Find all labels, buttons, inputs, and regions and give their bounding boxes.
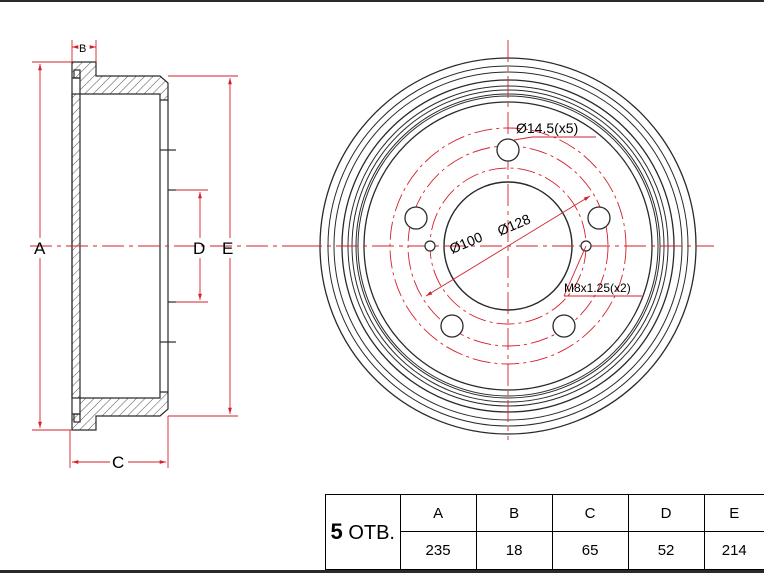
dimension-d: D [176,189,208,303]
holes-suffix: ОТВ. [342,522,395,544]
table-value-e: 214 [703,531,764,570]
dimension-a: A [32,61,72,431]
table-header-c: C [551,494,629,532]
table-header-row: 5 ОТВ. A B C D E [325,494,764,570]
dimension-e: E [168,75,238,417]
holes-number: 5 [330,519,343,544]
table-value-a: 235 [399,531,477,570]
table-header-b: B [475,494,553,532]
dim-label-a: A [34,239,46,258]
holes-count-cell: 5 ОТВ. [325,494,401,570]
front-view: Ø14.5(x5) Ø100 Ø128 M8x1.25(x2) [300,40,714,440]
bolt-hole [496,138,520,162]
dim-label-e: E [222,239,233,258]
table-header-a: A [399,494,477,532]
dim-label-b: B [79,43,86,55]
frame-bottom-border [0,570,764,573]
bolt-hole [404,206,428,230]
dim-label-d: D [193,239,205,258]
bolt-hole [587,206,611,230]
table-value-b: 18 [475,531,553,570]
center-bore-label: Ø100 [447,229,485,257]
dimension-c: C [69,416,169,472]
dimension-b: B [71,40,97,62]
table-value-row: 235 18 65 52 214 [326,531,764,570]
dim-label-c: C [112,453,124,472]
bolt-hole [440,314,464,338]
leaders [425,136,642,297]
table-header-e: E [703,494,764,532]
thread-note: M8x1.25(x2) [564,281,631,295]
table-header-d: D [627,494,705,532]
spec-table: 5 ОТВ. A B C D E 235 18 65 52 214 [325,494,764,570]
side-view: A B C D [30,40,300,472]
frame-top-border [0,0,764,2]
bolt-hole [552,314,576,338]
threaded-hole [424,240,436,252]
bolt-holes [404,138,611,338]
bolt-hole-note: Ø14.5(x5) [516,120,578,136]
table-value-d: 52 [627,531,705,570]
table-value-c: 65 [551,531,629,570]
